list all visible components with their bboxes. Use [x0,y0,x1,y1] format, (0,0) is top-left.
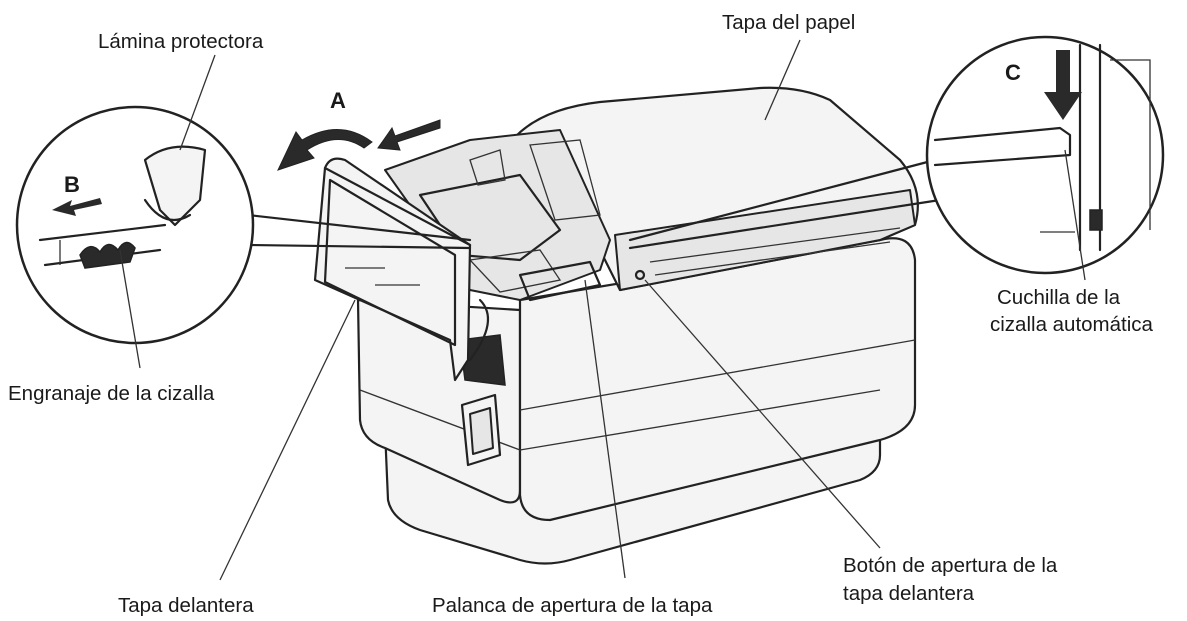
leader-lamina [179,54,216,151]
leader-engranaje [119,249,141,369]
label-boton-line2: tapa delantera [843,582,975,605]
label-tapa-delantera: Tapa delantera [118,594,254,617]
front-cover-open-button-housing [460,269,646,467]
label-cuchilla-line1: Cuchilla de la [997,286,1121,309]
label-engranaje-cizalla: Engranaje de la cizalla [8,382,215,405]
printer-front-face [518,237,917,522]
front-cover-flap [313,157,472,382]
leader-lines [119,39,1086,581]
label-cuchilla-line2: cizalla automática [990,313,1154,336]
label-lamina-protectora: Lámina protectora [98,30,264,53]
leader-cuchilla [1064,149,1086,281]
leader-tapa-papel [764,39,801,121]
callout-left [15,105,472,345]
label-tapa-del-papel: Tapa del papel [722,11,855,34]
step-letter-a: A [330,88,346,113]
front-cover-open-button [634,269,646,281]
leader-tapa-delantera [219,299,356,581]
step-letter-b: B [64,172,80,197]
label-boton-line1: Botón de apertura de la [843,554,1058,577]
label-palanca-apertura: Palanca de apertura de la tapa [432,594,713,617]
leader-palanca [584,279,626,579]
callout-right [628,35,1165,275]
labels: Lámina protectora Tapa del papel Engrana… [8,11,1154,617]
printer-interior [384,129,611,386]
front-cover [313,157,472,382]
leader-boton [644,279,881,549]
step-letter-c: C [1005,60,1021,85]
arrow-a [277,119,441,171]
interior-cavity [384,129,611,301]
